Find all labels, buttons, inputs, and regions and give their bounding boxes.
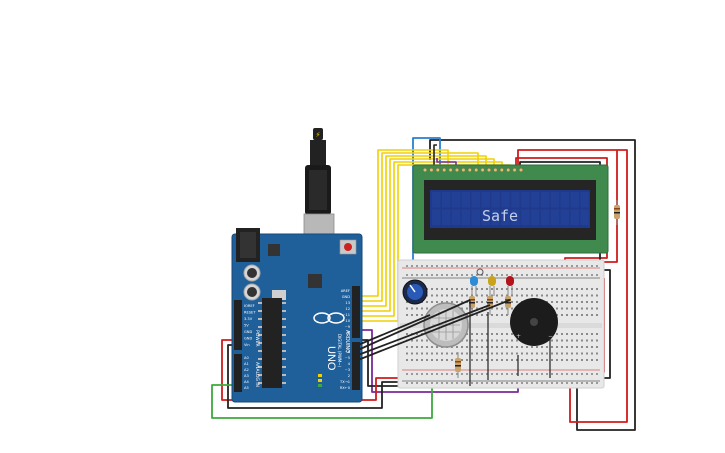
wire-black[interactable] bbox=[357, 299, 511, 361]
power-pin-label: RESET bbox=[244, 311, 256, 315]
digital-bottom-pin-label: TX→1 bbox=[339, 380, 350, 384]
digital-top-pin-label: ~11 bbox=[342, 313, 350, 317]
digital-bottom-pin-label: 7 bbox=[348, 344, 350, 348]
digital-top-pin-label: 8 bbox=[348, 331, 351, 335]
digital-top-pin-label: 13 bbox=[345, 301, 350, 305]
analog-header[interactable] bbox=[234, 354, 242, 392]
piezo-buzzer[interactable]: + − bbox=[510, 298, 558, 346]
breadboard[interactable] bbox=[397, 259, 605, 389]
power-pin-label: IOREF bbox=[244, 304, 255, 308]
wire-yellow[interactable] bbox=[358, 155, 487, 307]
wire-black[interactable] bbox=[357, 304, 491, 356]
potentiometer[interactable] bbox=[402, 279, 428, 305]
wire-yellow[interactable] bbox=[358, 161, 503, 317]
digital-top-pin-label: GND bbox=[342, 295, 350, 299]
power-title: POWER bbox=[254, 330, 260, 347]
lcd-text: Safe bbox=[482, 207, 518, 225]
wire-black[interactable] bbox=[433, 144, 437, 168]
digital-bottom-pin-label: RX←0 bbox=[340, 386, 351, 390]
power-pin-label: 5V bbox=[244, 324, 249, 328]
analog-pin-label: A0 bbox=[244, 356, 249, 360]
digital-bottom-pin-label: ~6 bbox=[345, 350, 351, 354]
resistor bbox=[614, 200, 620, 225]
digital-title: DIGITAL (PWM~) bbox=[337, 334, 342, 368]
svg-text:⚡: ⚡ bbox=[316, 131, 321, 139]
power-header[interactable] bbox=[234, 300, 242, 350]
led-marker-icon bbox=[476, 268, 484, 276]
analog-pin-label: A4 bbox=[244, 380, 249, 384]
digital-bottom-pin-label: ~3 bbox=[345, 368, 350, 372]
arduino-brand-label: ARDUINO bbox=[344, 330, 350, 353]
lcd-pin-header[interactable] bbox=[422, 167, 524, 173]
analog-pin-label: A1 bbox=[244, 362, 249, 366]
analog-title: ANALOG IN bbox=[254, 362, 260, 387]
digital-top-pin-label: AREF bbox=[341, 289, 350, 293]
digital-top-pin-label: ~10 bbox=[342, 319, 350, 323]
resistor bbox=[455, 352, 461, 378]
arduino-model-label: UNO bbox=[325, 346, 337, 371]
analog-pin-label: A2 bbox=[244, 368, 249, 372]
wire-black[interactable] bbox=[357, 299, 471, 351]
digital-top-pin-label: ~9 bbox=[345, 325, 351, 329]
arduino-uno-board[interactable]: ⚡ bbox=[231, 128, 363, 403]
wires-front bbox=[357, 299, 551, 386]
wire-red[interactable] bbox=[517, 149, 628, 423]
digital-top-pin-label: 12 bbox=[345, 307, 350, 311]
analog-pin-label: A5 bbox=[244, 386, 249, 390]
buzzer-plus-label: + bbox=[516, 333, 521, 340]
reset-button-cap[interactable] bbox=[344, 243, 352, 251]
arduino-logo bbox=[313, 312, 345, 324]
wire-yellow[interactable] bbox=[358, 152, 479, 302]
wire-black[interactable] bbox=[357, 314, 431, 346]
buzzer-minus-label: − bbox=[548, 333, 553, 340]
digital-bottom-pin-label: 4 bbox=[348, 362, 351, 366]
wire-green[interactable] bbox=[211, 360, 433, 419]
wires-back bbox=[211, 137, 636, 431]
analog-pin-label: A3 bbox=[244, 374, 249, 378]
power-pin-label: GND bbox=[244, 330, 252, 334]
power-pin-label: Vin bbox=[244, 343, 250, 347]
wire-black[interactable] bbox=[227, 344, 400, 409]
digital-bottom-pin-label: ~5 bbox=[345, 356, 350, 360]
digital-header-top[interactable] bbox=[352, 286, 360, 338]
lcd-16x2-display[interactable]: Safe bbox=[412, 164, 609, 254]
power-pin-label: 3.3V bbox=[244, 317, 253, 321]
power-pin-label: GND bbox=[244, 337, 252, 341]
digital-header-bottom[interactable] bbox=[352, 342, 360, 390]
digital-bottom-pin-label: 2 bbox=[348, 374, 350, 378]
atmega-chip bbox=[262, 298, 282, 388]
resistor bbox=[505, 292, 511, 315]
